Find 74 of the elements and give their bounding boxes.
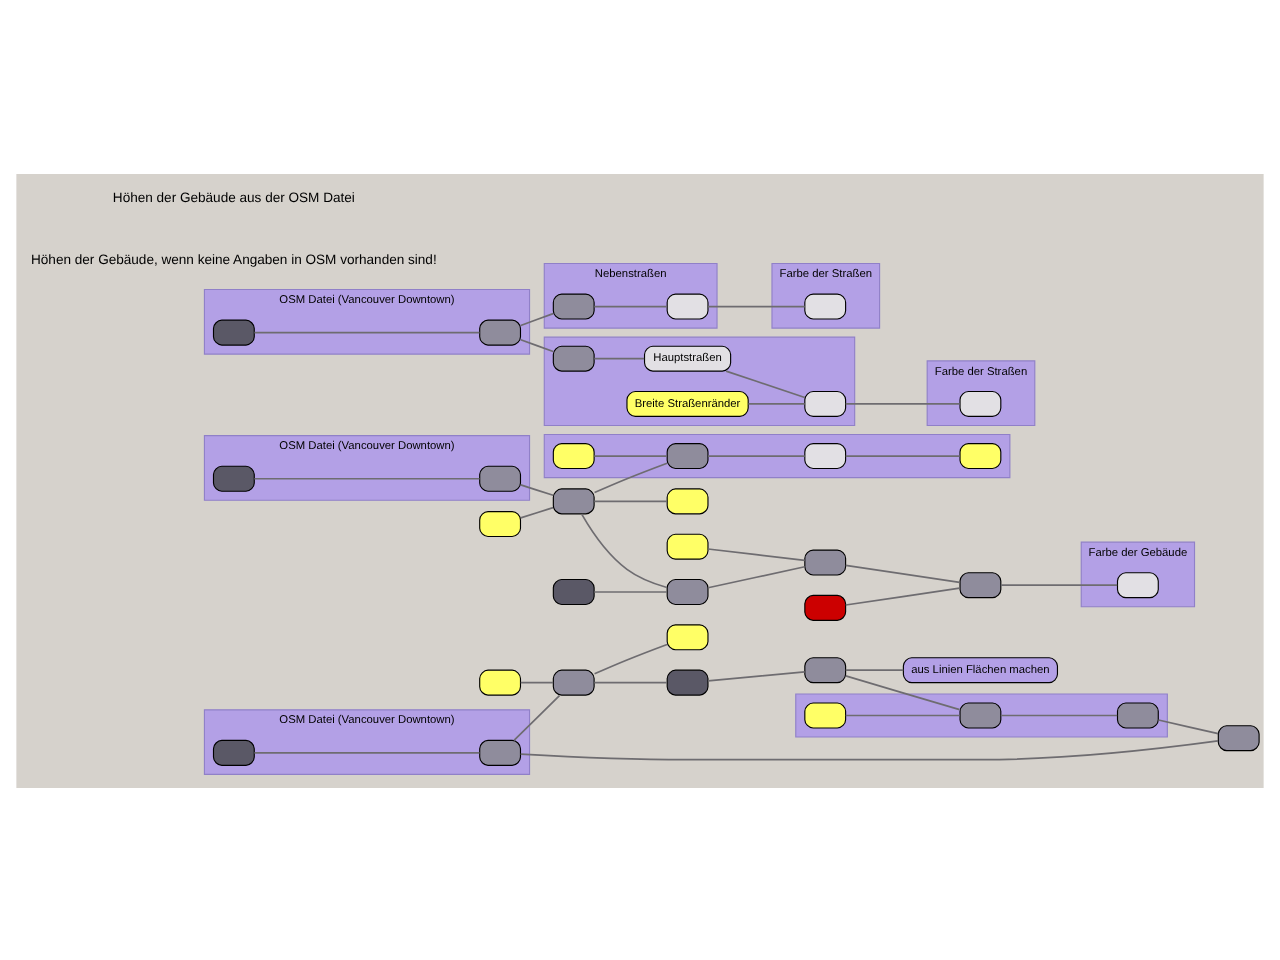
- connector: [593, 454, 668, 456]
- connector: [1157, 718, 1219, 734]
- node-box: [959, 389, 1002, 416]
- connector: [253, 751, 481, 753]
- connector: [519, 311, 554, 326]
- node-box: [479, 738, 522, 765]
- node-box: [212, 318, 255, 345]
- node-box: [804, 593, 847, 620]
- connector: [707, 547, 806, 561]
- connector: [519, 505, 554, 518]
- node-box: [804, 442, 847, 469]
- node-box: [804, 548, 847, 575]
- connector: [725, 369, 806, 398]
- node-box: [479, 510, 522, 537]
- node-box: [666, 532, 709, 559]
- node-box: [479, 668, 522, 695]
- node-box: [666, 292, 709, 319]
- connector: [844, 674, 961, 710]
- connector: [844, 563, 961, 583]
- connector: [253, 330, 481, 333]
- node-box: [666, 668, 709, 695]
- node-box: [552, 344, 595, 371]
- node-box: [479, 318, 522, 345]
- node-box: [479, 464, 522, 491]
- connector: [707, 304, 806, 307]
- connector: [707, 670, 806, 681]
- cluster: [795, 692, 1168, 737]
- node-box: [666, 487, 709, 514]
- node-box: [552, 668, 595, 695]
- node-box: [212, 464, 255, 491]
- connector: [593, 461, 668, 493]
- connector: [747, 402, 806, 404]
- node-box: [804, 701, 847, 728]
- connector: [253, 476, 481, 479]
- connector: [844, 713, 961, 716]
- connector: [1000, 713, 1118, 716]
- node-box: [804, 656, 847, 683]
- connector: [707, 454, 806, 456]
- connector: [593, 499, 668, 502]
- connector: [519, 483, 554, 496]
- node-box: [552, 487, 595, 514]
- connector: [580, 512, 668, 588]
- connector: [707, 564, 806, 588]
- connector: [844, 454, 961, 456]
- node-box: [1217, 724, 1260, 751]
- node-box: [804, 389, 847, 416]
- connector: [593, 304, 668, 307]
- node-box: [666, 578, 709, 605]
- connector: [593, 680, 668, 683]
- node-box: [212, 738, 255, 765]
- connector: [519, 739, 1219, 760]
- connector: [593, 356, 645, 359]
- connector: [519, 680, 554, 683]
- connector: [1000, 583, 1118, 586]
- connector: [593, 590, 668, 592]
- node-box: [666, 623, 709, 650]
- node-box: [552, 442, 595, 469]
- cluster: [543, 335, 856, 426]
- connector: [513, 693, 561, 741]
- node-box: [666, 442, 709, 469]
- node-box: [1116, 571, 1159, 598]
- connector: [593, 642, 668, 674]
- connector: [844, 402, 961, 404]
- node-box: [959, 442, 1002, 469]
- node-box: [959, 571, 1002, 598]
- node-box: [959, 701, 1002, 728]
- connector: [519, 337, 554, 352]
- connector: [844, 668, 905, 671]
- node-box: [804, 292, 847, 319]
- node-box: [1116, 701, 1159, 728]
- cluster: [543, 433, 1011, 478]
- node-box: [552, 578, 595, 605]
- node-box: [552, 292, 595, 319]
- connector: [844, 586, 961, 605]
